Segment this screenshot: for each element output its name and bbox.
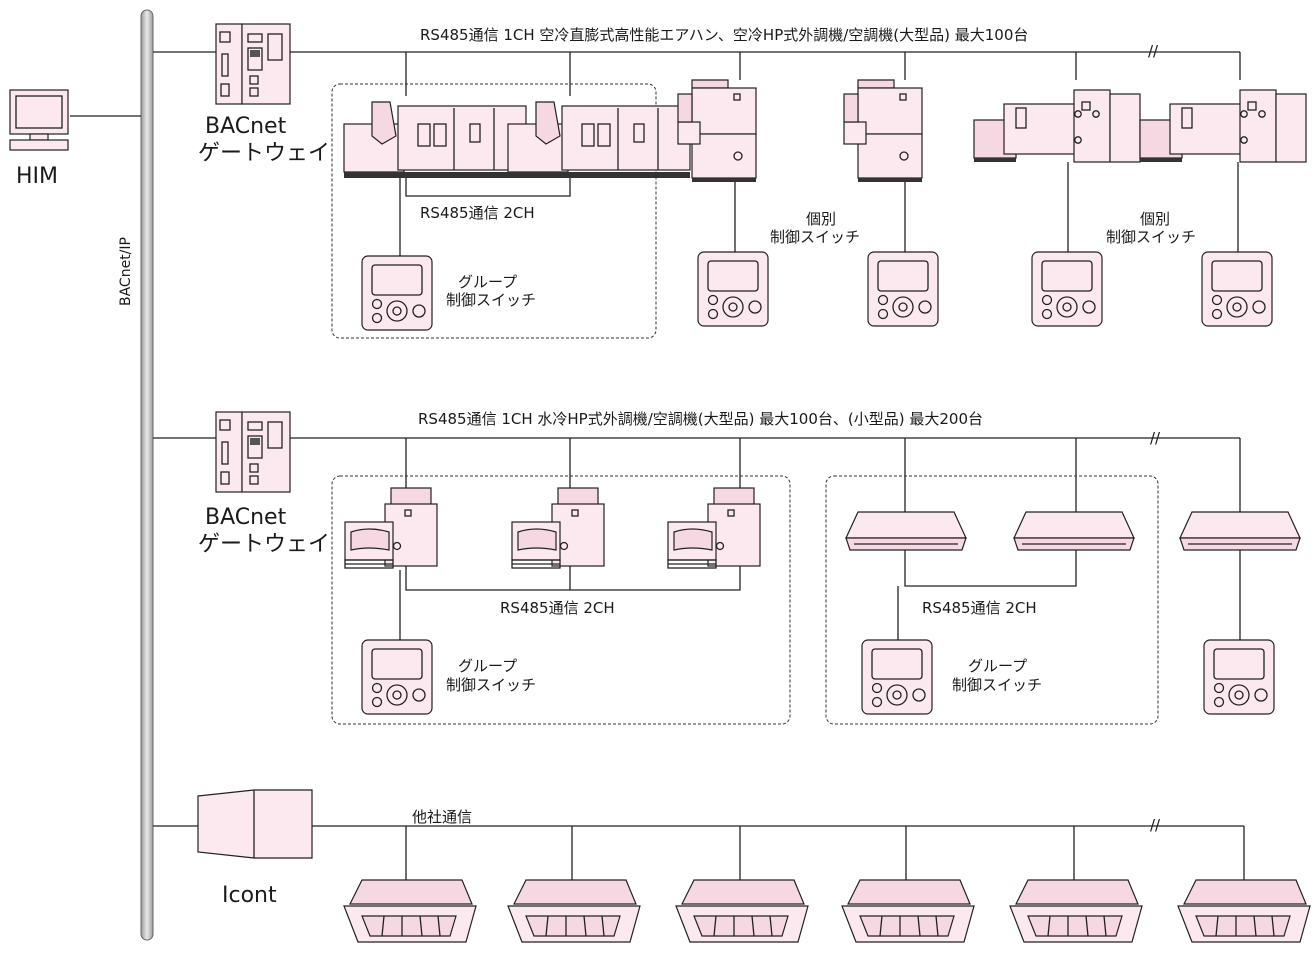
ceiling-cassette-4way-icon (507, 879, 641, 943)
group-box-1 (331, 83, 657, 339)
icont-converter-icon (197, 789, 313, 859)
outdoor-unit-icon (843, 79, 923, 183)
individual-switch-icon (1031, 251, 1103, 327)
bus1-label: RS485通信 1CH 空冷直膨式高性能エアハン、空冷HP式外調機/空調機(大型… (420, 26, 1028, 44)
individual-switch-icon (697, 251, 769, 327)
ceiling-cassette-icon (1179, 511, 1301, 551)
group-switch-2-line1: グループ (458, 657, 517, 675)
ceiling-cassette-4way-icon (343, 879, 477, 943)
individual-switch-2-line1: 個別 (1140, 210, 1170, 228)
him-pc-icon (9, 89, 141, 151)
group-switch-icon (361, 255, 433, 331)
gateway-2-line1: BACnet (205, 505, 287, 530)
group-switch-2-line2: 制御スイッチ (446, 676, 536, 694)
ceiling-cassette-4way-icon (1009, 879, 1143, 943)
group-switch-3-line1: グループ (968, 657, 1027, 675)
water-cooled-unit-icon (667, 487, 761, 569)
water-cooled-unit-icon (344, 487, 438, 569)
ceiling-cassette-4way-icon (841, 879, 975, 943)
icont-label: Icont (222, 883, 277, 908)
air-handler-unit-icon (1139, 89, 1307, 163)
ceiling-cassette-icon (845, 511, 967, 551)
water-cooled-unit-icon (511, 487, 605, 569)
group-switch-3-line2: 制御スイッチ (952, 676, 1042, 694)
ceiling-cassette-4way-icon (1177, 879, 1311, 943)
bacnet-ip-backbone (140, 9, 154, 941)
individual-switch-icon (1203, 639, 1275, 715)
group-box-3 (825, 475, 1159, 725)
bus3-label: 他社通信 (412, 808, 472, 826)
gateway-2-line2: ゲートウェイ (198, 532, 330, 557)
group-switch-1-line1: グループ (458, 273, 517, 291)
ch2-label-1: RS485通信 2CH (420, 204, 535, 222)
air-handler-unit-icon (507, 101, 691, 179)
ceiling-cassette-4way-icon (675, 879, 809, 943)
bacnet-gateway-icon (215, 411, 291, 493)
him-label: HIM (16, 164, 58, 189)
air-handler-unit-icon (343, 101, 527, 179)
ch2-label-2: RS485通信 2CH (500, 599, 615, 617)
bus3-break-mark: // (1150, 816, 1161, 834)
bus1-break-mark: // (1148, 42, 1159, 60)
individual-switch-2-line2: 制御スイッチ (1106, 228, 1196, 246)
ceiling-cassette-icon (1013, 511, 1135, 551)
bus2-label: RS485通信 1CH 水冷HP式外調機/空調機(大型品) 最大100台、(小型… (418, 410, 983, 428)
individual-switch-icon (867, 251, 939, 327)
individual-switch-1-line2: 制御スイッチ (770, 228, 860, 246)
air-handler-unit-icon (973, 89, 1141, 163)
group-switch-icon (861, 639, 933, 715)
group-box-2 (331, 475, 791, 725)
bus2-break-mark: // (1150, 429, 1161, 447)
group-switch-1-line2: 制御スイッチ (446, 291, 536, 309)
bacnet-gateway-icon (215, 23, 291, 105)
individual-switch-1-line1: 個別 (806, 210, 836, 228)
group-switch-icon (361, 639, 433, 715)
individual-switch-icon (1201, 251, 1273, 327)
backbone-label: BACnet/IP (118, 237, 134, 306)
ch2-label-3: RS485通信 2CH (922, 599, 1037, 617)
gateway-1-line2: ゲートウェイ (198, 141, 330, 166)
gateway-1-line1: BACnet (205, 114, 287, 139)
